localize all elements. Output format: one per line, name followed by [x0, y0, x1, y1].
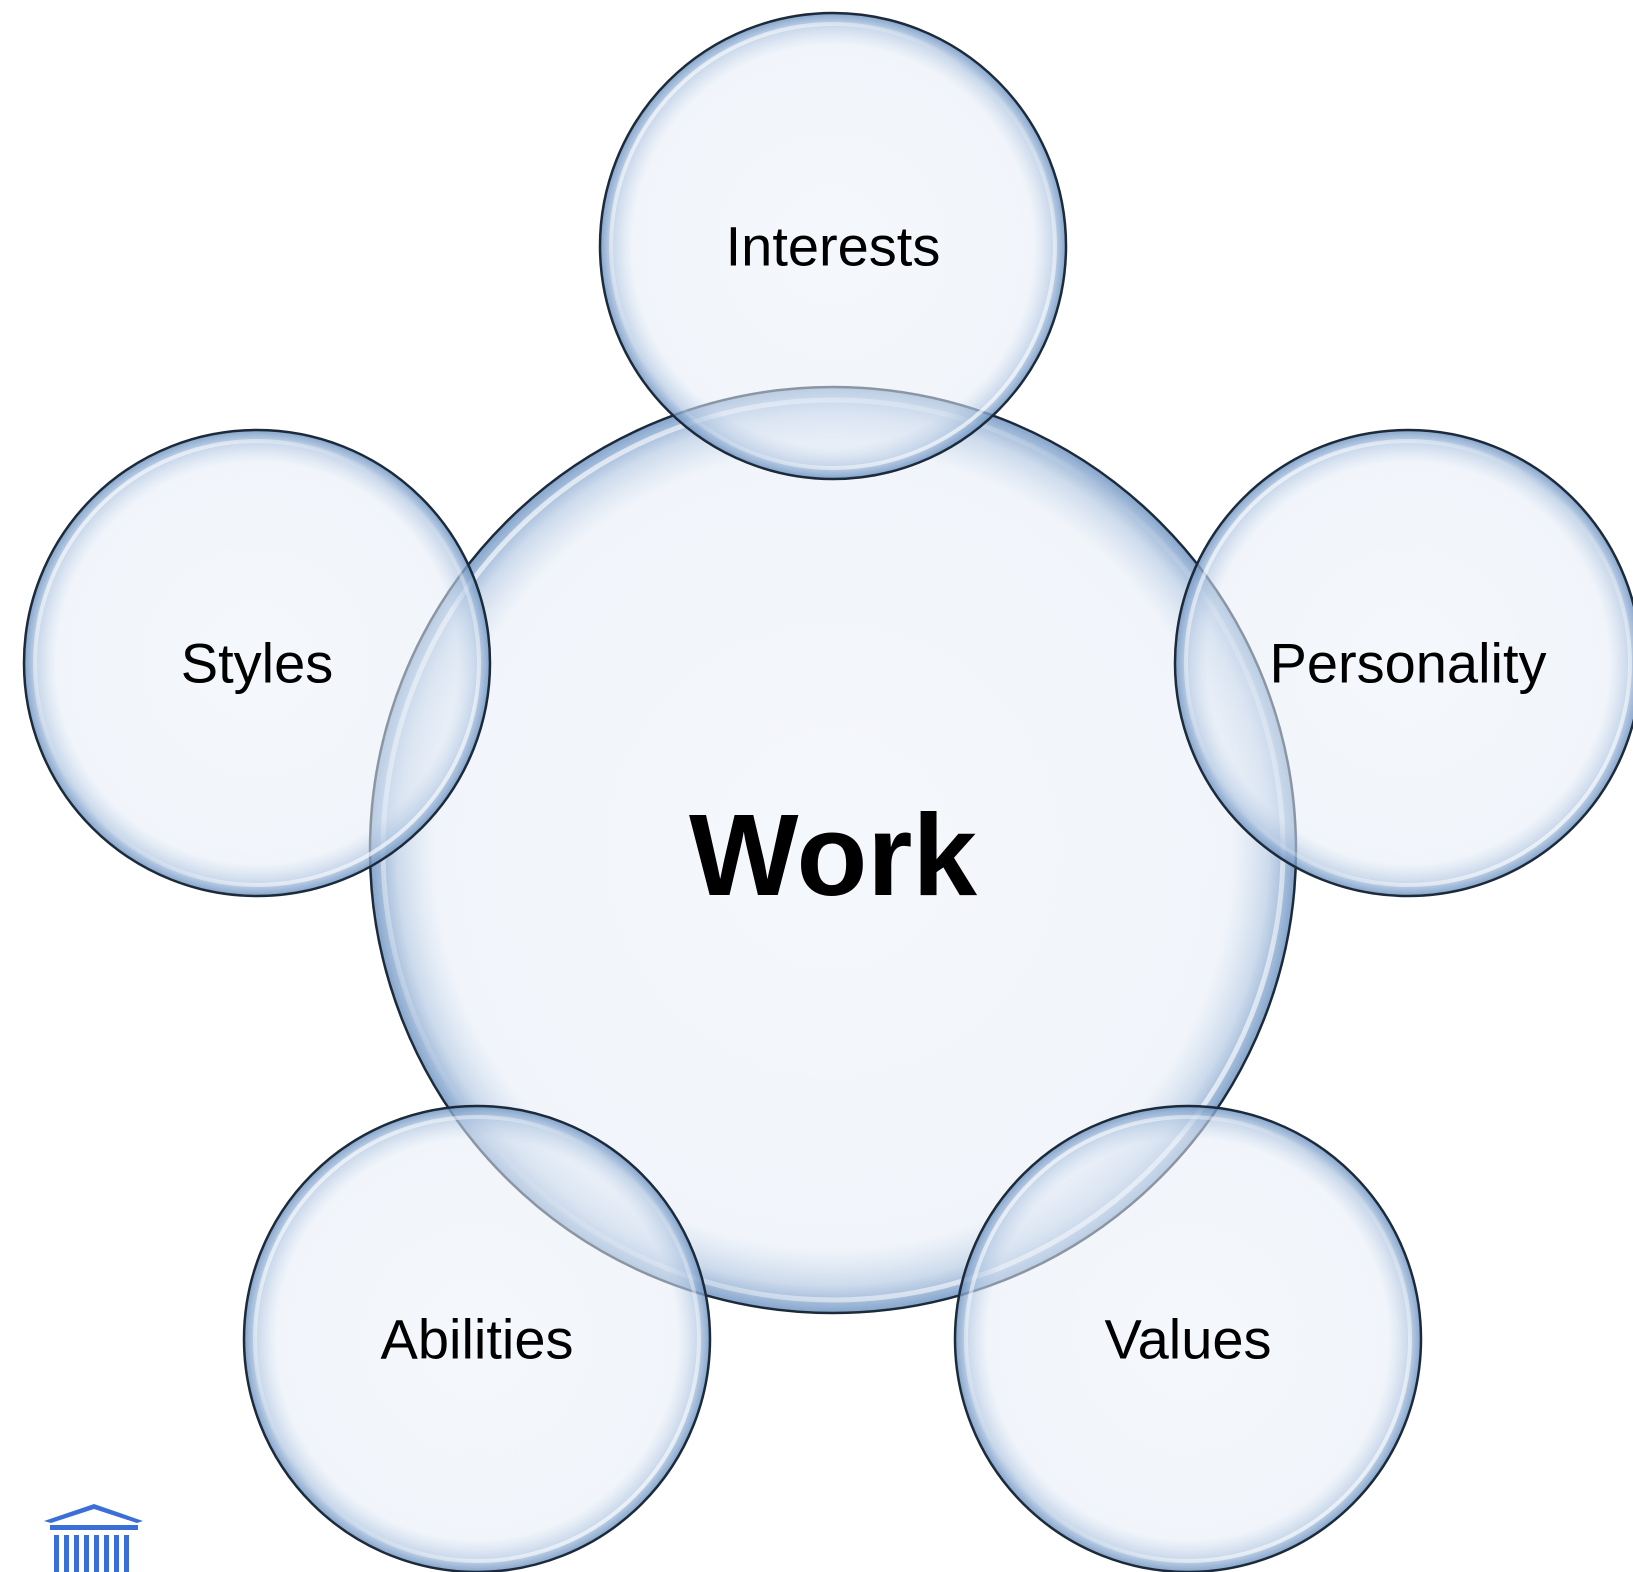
node-values-shine	[964, 1115, 1412, 1563]
node-values-shape	[953, 1104, 1423, 1572]
node-personality-shape	[1173, 428, 1633, 898]
node-personality: Personality	[1173, 428, 1633, 898]
node-interests-shine	[609, 22, 1057, 470]
node-abilities: Abilities	[242, 1104, 712, 1572]
node-abilities-shine	[253, 1115, 701, 1563]
node-styles: Styles	[22, 428, 492, 898]
node-styles-shine	[33, 439, 481, 887]
node-interests-label: Interests	[726, 215, 941, 278]
node-abilities-label: Abilities	[381, 1308, 574, 1371]
node-values: Values	[953, 1104, 1423, 1572]
node-styles-shape	[22, 428, 492, 898]
center-circle: Work	[368, 385, 1298, 1315]
node-personality-label: Personality	[1269, 632, 1546, 695]
institution-columns-icon	[44, 1504, 143, 1572]
node-styles-label: Styles	[181, 632, 334, 695]
center-label: Work	[689, 790, 977, 920]
node-interests-shape	[598, 11, 1068, 481]
node-personality-shine	[1184, 439, 1632, 887]
node-abilities-shape	[242, 1104, 712, 1572]
node-values-label: Values	[1104, 1308, 1271, 1371]
node-interests: Interests	[598, 11, 1068, 481]
